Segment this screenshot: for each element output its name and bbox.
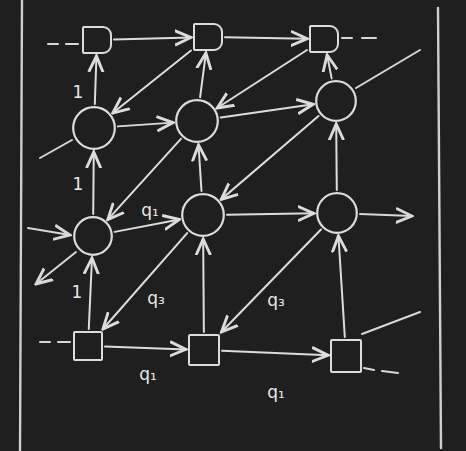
circle-outline <box>176 100 218 142</box>
circle-node <box>181 193 225 237</box>
dangling-arrow <box>36 252 76 284</box>
arrow-edge <box>115 220 180 232</box>
circle-node <box>316 192 358 234</box>
square-node <box>188 334 220 366</box>
edge-label: q₁ <box>139 201 161 220</box>
circle-outline <box>72 106 116 150</box>
arrow-edge <box>114 37 191 39</box>
edge-label: q₁ <box>137 365 159 384</box>
arrow-edge <box>118 123 173 127</box>
circle-outline <box>175 99 219 143</box>
arrow-edge <box>225 37 307 38</box>
dangling-line <box>40 341 70 343</box>
dangling-line <box>362 312 420 334</box>
square-node <box>73 331 103 361</box>
arrow-edge <box>217 50 307 108</box>
arrow-edge <box>221 104 313 117</box>
circle-outline <box>315 80 357 122</box>
circle-outline <box>181 193 225 237</box>
arrow-edge <box>108 139 181 220</box>
dangling-line <box>356 50 420 88</box>
arrow-edge <box>92 152 95 214</box>
board-edge <box>438 8 441 448</box>
circle-outline <box>73 216 113 256</box>
edge-label: 1 <box>71 175 86 194</box>
arrow-edge <box>221 230 321 332</box>
circle-node <box>315 80 357 122</box>
arrow-edge <box>327 55 332 78</box>
circle-outline <box>182 194 224 236</box>
dangling-line <box>364 368 398 373</box>
arrow-edge <box>103 233 187 329</box>
circle-node <box>175 99 219 143</box>
edge-label: q₃ <box>265 291 287 310</box>
circle-outline <box>316 81 356 121</box>
arrow-edge <box>338 236 344 337</box>
dangling-line <box>40 140 72 158</box>
dangling-arrow <box>360 214 412 216</box>
arrow-edge <box>221 116 318 199</box>
arrow-edge <box>335 124 338 190</box>
square-node <box>309 25 339 53</box>
arrow-edge <box>89 258 92 329</box>
dangling-line <box>48 43 78 45</box>
edge-label: q₃ <box>145 289 167 308</box>
circle-outline <box>74 217 112 255</box>
arrow-edge <box>200 53 206 97</box>
arrow-edge <box>113 51 191 113</box>
circle-outline <box>316 192 358 234</box>
edge-label: 1 <box>71 83 86 102</box>
board-edge <box>20 0 22 451</box>
arrow-edge <box>222 351 328 355</box>
arrow-edge <box>202 239 205 332</box>
square-node <box>193 23 223 51</box>
edge-label: q₁ <box>265 383 287 402</box>
circle-node <box>72 106 116 150</box>
arrow-edge <box>227 213 314 214</box>
square-node <box>82 26 112 54</box>
square-node <box>330 339 362 373</box>
arrow-edge <box>95 56 97 104</box>
dangling-line <box>342 37 376 39</box>
arrow-edge <box>105 347 186 350</box>
edge-label: 1 <box>70 283 85 302</box>
dangling-arrow <box>28 228 70 235</box>
arrow-edge <box>199 145 202 191</box>
circle-outline <box>73 107 115 149</box>
circle-outline <box>317 193 357 233</box>
circle-node <box>73 216 113 256</box>
